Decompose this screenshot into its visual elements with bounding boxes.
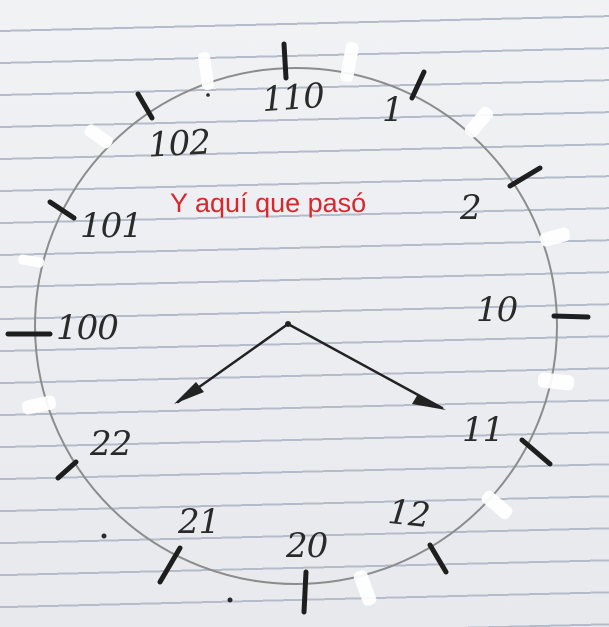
clock-number: 102 — [146, 122, 211, 166]
clock-number: 110 — [260, 75, 326, 121]
clock-hands — [176, 322, 444, 410]
clock-center — [285, 321, 291, 327]
clock-number: 1 — [382, 90, 404, 130]
clock-number: 20 — [286, 526, 328, 566]
tick-11 — [135, 91, 155, 121]
tick-6 — [301, 569, 309, 615]
clock-number: 100 — [56, 308, 119, 348]
minute-hand-arrowhead — [412, 394, 446, 410]
stray-dots — [101, 93, 233, 603]
hand-arrowheads — [174, 382, 446, 410]
tick-10 — [47, 199, 77, 221]
tick-12 — [281, 41, 289, 81]
clock-number: 12 — [386, 491, 432, 537]
tick-4 — [519, 437, 553, 467]
tick-3 — [551, 313, 591, 320]
tick-7 — [157, 545, 183, 585]
clock-number: 11 — [462, 410, 504, 450]
tick-2 — [507, 165, 543, 189]
hour-hand-arrowhead — [174, 382, 204, 404]
clock-number: 101 — [80, 206, 143, 246]
clock-number: 22 — [90, 424, 132, 464]
tick-marks — [5, 41, 591, 615]
clock-number: 10 — [476, 290, 518, 330]
tick-8 — [55, 459, 79, 481]
erased-marks — [17, 42, 575, 606]
clock-number: 21 — [178, 502, 220, 542]
tick-1 — [409, 69, 427, 101]
clock-number: 2 — [460, 188, 482, 228]
caption-text: Y aquí que pasó — [170, 188, 367, 218]
tick-5 — [427, 542, 449, 575]
minute-hand — [286, 322, 444, 410]
clock-face — [34, 67, 558, 585]
